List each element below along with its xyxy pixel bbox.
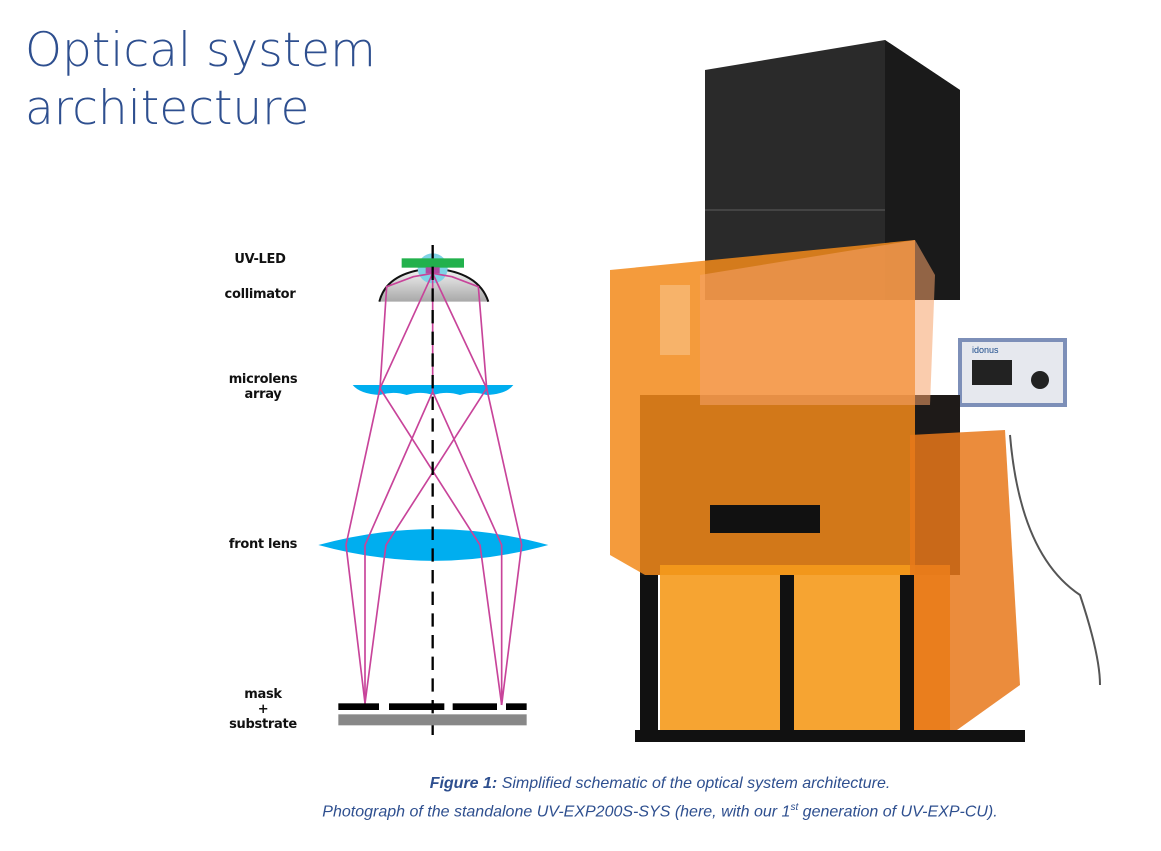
- cable: [1009, 434, 1101, 686]
- caption-sup: st: [790, 802, 799, 813]
- substrate: [338, 714, 527, 726]
- handle: [710, 505, 820, 533]
- caption-text-2b: generation of UV-EXP-CU).: [798, 803, 998, 821]
- figure-label: Figure 1:: [429, 775, 498, 792]
- controller-brand: idonus: [972, 345, 999, 355]
- orange-shield-top: [700, 240, 935, 405]
- label-microlens-1: microlens: [228, 372, 298, 387]
- label-mask: mask: [244, 687, 282, 702]
- figure-caption: Figure 1: Simplified schematic of the op…: [230, 772, 1090, 824]
- lamp-cylinder: [660, 285, 690, 355]
- label-microlens-array: microlens array: [218, 372, 308, 402]
- ray: [431, 391, 503, 705]
- controller-display: [972, 360, 1012, 385]
- uv-led: [401, 258, 464, 268]
- lamp-housing-side: [885, 40, 960, 300]
- leg: [780, 575, 794, 735]
- label-microlens-2: array: [244, 387, 282, 402]
- caption-line-1: Figure 1: Simplified schematic of the op…: [230, 772, 1090, 796]
- title-line-2: architecture: [25, 81, 310, 136]
- controller-knob: [1031, 371, 1049, 389]
- system-photograph: idonus: [610, 40, 1101, 742]
- caption-line-2: Photograph of the standalone UV-EXP200S-…: [230, 796, 1090, 824]
- ray: [345, 272, 433, 704]
- leg: [640, 575, 658, 735]
- label-plus: +: [257, 702, 269, 717]
- optical-schematic: [318, 245, 549, 744]
- caption-text-1: Simplified schematic of the optical syst…: [497, 775, 891, 792]
- label-uv-led: UV-LED: [234, 252, 286, 267]
- label-mask-substrate: mask + substrate: [218, 687, 308, 732]
- label-front-lens: front lens: [228, 537, 298, 552]
- base-plate: [635, 730, 1025, 742]
- page-title: Optical system architecture: [25, 22, 376, 138]
- caption-text-2a: Photograph of the standalone UV-EXP200S-…: [322, 803, 791, 821]
- mask: [338, 703, 527, 710]
- label-collimator: collimator: [224, 287, 296, 302]
- collimator: [379, 268, 489, 302]
- ray: [379, 272, 503, 706]
- label-substrate: substrate: [229, 717, 297, 732]
- ray: [432, 272, 523, 706]
- ray: [364, 272, 488, 704]
- front-lens: [318, 529, 549, 561]
- title-line-1: Optical system: [25, 23, 376, 78]
- orange-enclosure-side: [910, 430, 1020, 735]
- leg: [900, 575, 914, 735]
